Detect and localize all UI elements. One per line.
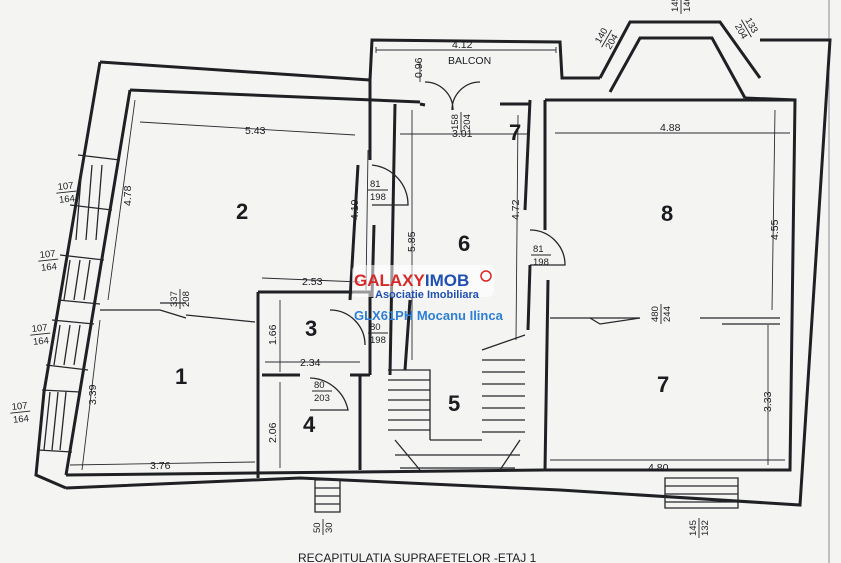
entry-steps [314, 477, 739, 513]
svg-text:107: 107 [39, 248, 56, 261]
left-windows [37, 154, 121, 453]
dim-balcon-width: 4.12 [452, 39, 473, 51]
room-number-4: 4 [303, 412, 316, 437]
window-fraction-3: 107 164 [30, 322, 51, 348]
dim-r2-width: 5.43 [245, 125, 266, 137]
bay-fraction-right: 133 204 [732, 16, 760, 41]
dim-r8-width: 4.88 [660, 122, 681, 134]
dim-r8-depth: 4.55 [769, 219, 781, 240]
room-number-6: 6 [458, 231, 470, 256]
svg-text:80: 80 [314, 380, 325, 391]
svg-text:164: 164 [13, 413, 30, 426]
dim-r6-depth: 5.85 [406, 231, 418, 252]
dim-r2-depth: 4.78 [122, 185, 134, 206]
dim-r6-width: 3.01 [452, 128, 473, 140]
svg-text:337: 337 [169, 291, 180, 307]
dim-r3-width: 2.34 [300, 357, 321, 369]
svg-text:145: 145 [670, 0, 681, 12]
galaxyimob-watermark: GALAXYIMOB Asociatie Imobiliara GLX61PH … [352, 265, 504, 323]
watermark-brand-part1: GALAXY [354, 271, 426, 290]
svg-text:198: 198 [370, 335, 386, 346]
room-number-3: 3 [305, 316, 317, 341]
watermark-subtitle: Asociatie Imobiliara [375, 289, 480, 301]
room-number-2: 2 [236, 199, 248, 224]
svg-text:164: 164 [41, 261, 58, 274]
dim-r2-bottom: 2.53 [302, 276, 323, 288]
watermark-brand-part2: IMOB [425, 271, 469, 290]
svg-text:50: 50 [312, 522, 323, 533]
balcony-label: BALCON [448, 55, 491, 67]
door-fraction-6: 81 198 [531, 244, 551, 268]
dim-hall-depth: 4.72 [510, 199, 522, 220]
bay-fraction-top: 145 146 [670, 0, 693, 14]
watermark-agent: GLX61PH Mocanu Ilinca [354, 308, 504, 323]
svg-text:107: 107 [11, 400, 28, 413]
svg-text:203: 203 [314, 393, 330, 404]
svg-text:146: 146 [682, 0, 693, 12]
svg-text:244: 244 [662, 306, 673, 322]
door-fraction-2: 81 198 [368, 179, 388, 203]
svg-text:204: 204 [462, 114, 473, 130]
exterior-walls [34, 20, 832, 507]
door-fraction-balcon: 158 204 [450, 112, 473, 132]
dim-r4-depth: 2.06 [267, 422, 279, 443]
room-number-7-hall: 7 [509, 120, 521, 145]
svg-text:480: 480 [650, 306, 661, 322]
window-fraction-1: 107 164 [56, 180, 77, 206]
dim-balcon-depth: 0.96 [413, 57, 425, 78]
svg-text:164: 164 [33, 335, 50, 348]
dim-r2-inner: 4.19 [349, 199, 361, 220]
dim-r1-depth: 3.39 [87, 384, 99, 405]
bay-fraction-left: 140 204 [593, 26, 621, 51]
door-fraction-4: 80 203 [312, 380, 332, 404]
interior-walls [100, 80, 795, 478]
footer-title: RECAPITULATIA SUPRAFETELOR -ETAJ 1 [298, 551, 537, 563]
svg-text:208: 208 [181, 291, 192, 307]
svg-text:30: 30 [324, 522, 335, 533]
dim-r1-width: 3.76 [150, 460, 171, 472]
watermark-logo-icon [480, 270, 492, 282]
svg-text:198: 198 [533, 257, 549, 268]
room-number-8: 8 [661, 201, 673, 226]
door-fraction-8-7: 480 244 [650, 304, 673, 324]
staircase [388, 334, 526, 471]
step-fraction-right: 145 132 [688, 518, 711, 538]
room-number-5: 5 [448, 391, 460, 416]
svg-text:81: 81 [370, 179, 381, 190]
svg-text:158: 158 [450, 114, 461, 130]
door-fraction-3: 80 198 [368, 322, 388, 346]
svg-text:81: 81 [533, 244, 544, 255]
svg-text:80: 80 [370, 322, 381, 333]
dimension-lines [69, 47, 790, 471]
step-fraction-left: 50 30 [312, 519, 335, 535]
room-number-1: 1 [175, 364, 187, 389]
svg-text:107: 107 [57, 180, 74, 193]
door-swings [159, 81, 566, 411]
svg-text:GALAXYIMOB: GALAXYIMOB [354, 271, 469, 290]
svg-text:132: 132 [700, 520, 711, 536]
dim-r7-width: 4.80 [648, 462, 669, 474]
dim-r7-depth: 3.33 [762, 391, 774, 412]
svg-text:198: 198 [370, 192, 386, 203]
svg-text:145: 145 [688, 520, 699, 536]
svg-text:164: 164 [59, 193, 76, 206]
svg-text:107: 107 [31, 322, 48, 335]
window-fraction-2: 107 164 [38, 248, 59, 274]
room-number-7: 7 [657, 372, 669, 397]
dim-r3-depth: 1.66 [267, 324, 279, 345]
window-fraction-4: 107 164 [10, 400, 31, 426]
door-fraction-1-2: 337 208 [169, 289, 192, 309]
